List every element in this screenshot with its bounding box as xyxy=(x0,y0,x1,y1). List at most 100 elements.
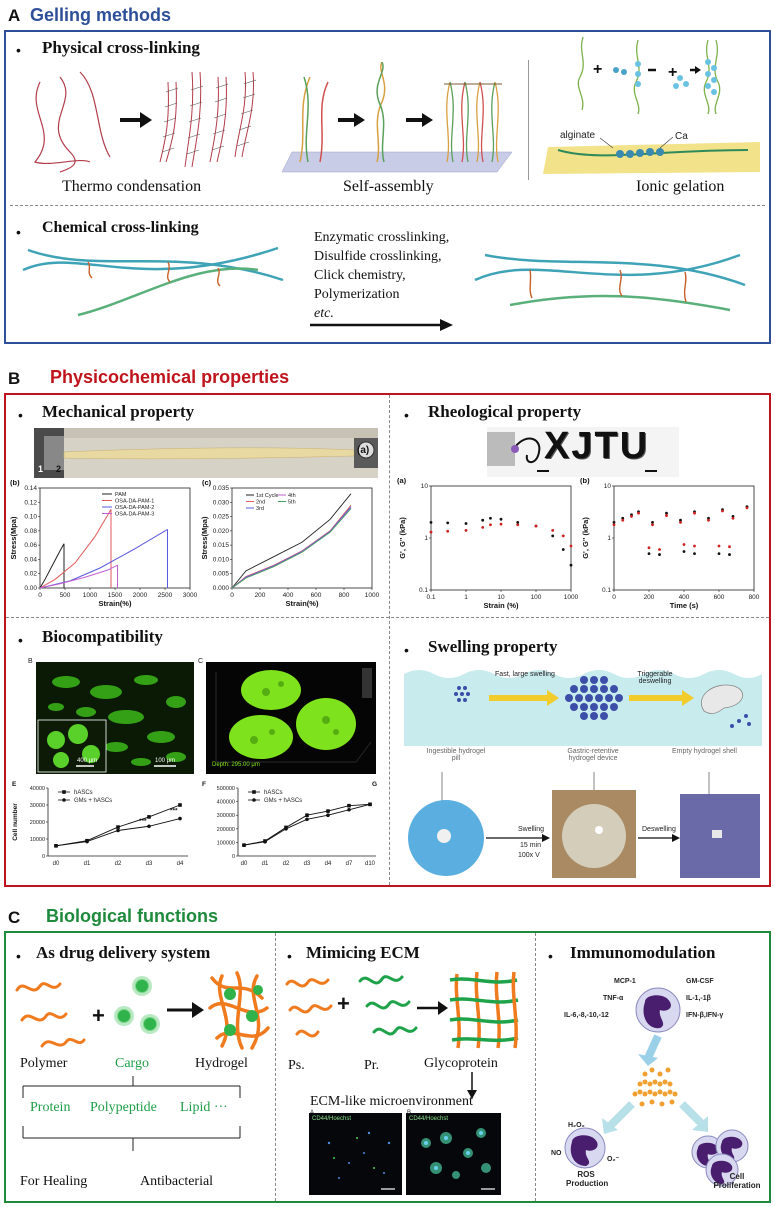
section-c-vdivider-2 xyxy=(535,933,536,1201)
legend-entry: 2nd xyxy=(256,500,265,506)
y-tick-label: 0.025 xyxy=(213,514,230,521)
chemical-bullet: • xyxy=(16,224,21,240)
data-point xyxy=(368,802,372,807)
chemical-method-2: Disulfide crosslinking, xyxy=(314,249,442,264)
x-tick-label: d3 xyxy=(146,861,153,867)
x-tick-label: d4 xyxy=(177,861,184,867)
data-point xyxy=(707,518,710,522)
swell-time-label: 15 min xyxy=(520,842,542,849)
ionic-caption: Ionic gelation xyxy=(636,178,725,195)
series-line xyxy=(39,564,118,589)
no-label: NO xyxy=(551,1150,562,1157)
y-tick-label: 200000 xyxy=(217,827,235,833)
x-axis-label: Strain(%) xyxy=(99,599,132,608)
cargo-item-lipid: Lipid ··· xyxy=(180,1100,228,1115)
panel-label: G xyxy=(372,781,377,788)
y-tick-label: 0.10 xyxy=(24,514,37,521)
y-tick-label: 0.035 xyxy=(213,485,230,492)
mech-title: Mechanical property xyxy=(42,402,195,421)
data-point xyxy=(481,518,485,522)
swelling-photos xyxy=(408,772,760,878)
series-line xyxy=(39,528,168,589)
legend-marker xyxy=(252,798,256,802)
chemical-methods-list: Enzymatic crosslinking, Disulfide crossl… xyxy=(314,228,449,323)
data-point xyxy=(647,546,651,550)
y-axis-label: G', G'' (kPa) xyxy=(581,517,590,559)
legend-entry: OSA-DA-PAM-1 xyxy=(115,499,154,505)
series-line xyxy=(231,508,352,589)
data-point xyxy=(429,520,433,524)
ionic-gelation-illustration: + + xyxy=(543,36,760,174)
legend-entry: PAM xyxy=(115,492,127,498)
ecm-environment-label: ECM-like microenvironment xyxy=(310,1094,473,1109)
swelling-schematic xyxy=(404,670,762,746)
data-point xyxy=(116,828,120,833)
y-tick-label: 0.000 xyxy=(213,585,230,592)
x-tick-label: d10 xyxy=(365,861,376,867)
data-point xyxy=(621,516,625,520)
data-point xyxy=(630,515,633,518)
cytokine-il6: IL-6,-8,-10,-12 xyxy=(564,1012,609,1019)
x-tick-label: d3 xyxy=(304,861,311,867)
mech-photo-label-a: (a) xyxy=(357,445,370,456)
section-a-letter: A xyxy=(8,6,21,25)
bio-label-c: C xyxy=(198,658,204,665)
y-tick-label: 0.020 xyxy=(213,528,230,535)
immuno-bullet: • xyxy=(548,948,553,964)
legend-entry: 5th xyxy=(288,500,296,506)
ecm-bullet: • xyxy=(287,948,292,964)
ecm-img-a-label: A xyxy=(310,1110,315,1116)
legend-entry: GMs + hASCs xyxy=(264,798,302,804)
data-point xyxy=(489,523,492,527)
data-point xyxy=(305,813,309,817)
data-point xyxy=(446,521,450,525)
series-line xyxy=(243,803,371,846)
data-point xyxy=(561,534,565,538)
data-point xyxy=(707,516,710,520)
x-tick-label: d4 xyxy=(325,861,332,867)
glycoprotein-label: Glycoprotein xyxy=(424,1056,498,1071)
series-line xyxy=(243,803,371,846)
data-point xyxy=(242,843,246,847)
swell-deswelling-label: Deswelling xyxy=(642,826,676,833)
y-tick-label: 0 xyxy=(42,854,45,860)
data-point xyxy=(178,816,182,821)
xjtu-photo xyxy=(487,427,679,477)
mech-photo xyxy=(34,428,378,478)
alginate-label: alginate xyxy=(560,130,596,141)
legend-entry: 4th xyxy=(288,493,296,499)
y-tick-label: 0.02 xyxy=(24,571,37,578)
legend-entry: 3rd xyxy=(256,506,264,512)
swell-swelling-label: Swelling xyxy=(518,826,545,833)
data-point xyxy=(284,827,288,831)
x-tick-label: 100 xyxy=(531,594,542,601)
drug-bullet: • xyxy=(16,948,21,964)
swell-volume-label: 100x V xyxy=(518,852,540,859)
data-point xyxy=(721,509,724,513)
bio-label-b: B xyxy=(28,658,33,665)
panel-label: F xyxy=(202,781,206,788)
x-tick-label: 800 xyxy=(749,594,760,601)
data-point xyxy=(516,523,520,527)
data-point xyxy=(569,563,573,567)
series-line xyxy=(231,493,352,589)
y-tick-label: 100000 xyxy=(217,840,235,846)
data-point xyxy=(54,844,58,848)
y-tick-label: 0.1 xyxy=(602,587,611,594)
data-point xyxy=(326,809,330,813)
x-tick-label: d1 xyxy=(84,861,91,867)
plot-frame xyxy=(231,487,373,589)
mech-bullet: • xyxy=(18,407,23,423)
data-point xyxy=(682,550,686,553)
data-point xyxy=(647,552,651,556)
legend-marker xyxy=(62,790,66,794)
pr-label: Pr. xyxy=(364,1058,380,1073)
section-c-frame xyxy=(4,931,771,1203)
x-tick-label: 600 xyxy=(311,592,322,599)
legend-entry: hASCs xyxy=(74,790,93,796)
mech-photo-label-1: 1 xyxy=(38,464,44,474)
section-a-title: Gelling methods xyxy=(30,5,172,25)
